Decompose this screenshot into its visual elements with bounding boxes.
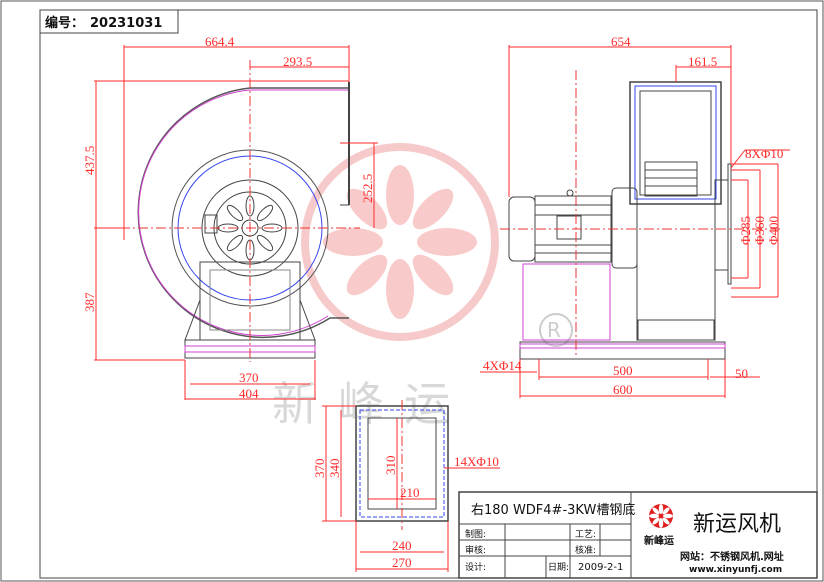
- watermark-logo: [301, 143, 499, 341]
- dim-flange-holes: 8XΦ10: [745, 146, 783, 161]
- dim-offset: 50: [735, 366, 748, 381]
- dim-d360: Φ360: [752, 216, 767, 245]
- drawn-label: 制图:: [465, 528, 486, 540]
- process-label: 工艺:: [575, 529, 596, 540]
- dim-outlet-offset: 293.5: [283, 54, 312, 69]
- dim-flange-inner-w: 210: [400, 485, 420, 500]
- watermark-brand: 新峰运: [272, 377, 470, 431]
- check-label: 审核:: [465, 544, 486, 556]
- website-url: www.xinyunfj.com: [689, 565, 782, 575]
- dim-hole-pitch: 500: [613, 363, 633, 378]
- dim-overall-depth: 654: [611, 34, 631, 49]
- dim-base-outer: 404: [239, 386, 259, 401]
- dim-flange-holes: 14XΦ10: [454, 454, 499, 469]
- date-label: 日期:: [548, 562, 569, 573]
- flange-view: [355, 400, 449, 530]
- date-value: 2009-2-1: [578, 562, 623, 573]
- dim-d400: Φ400: [766, 216, 781, 245]
- drawing-title: 右180 WDF4#-3KW槽钢底: [471, 502, 635, 518]
- dim-outlet-depth: 161.5: [688, 54, 717, 69]
- dim-flange-inner-h: 310: [383, 456, 398, 476]
- number-label: 编号：: [45, 15, 84, 31]
- number-value: 20231031: [90, 16, 162, 31]
- dim-flange-mid-h: 340: [327, 459, 342, 479]
- side-dimension-lines: [480, 45, 790, 398]
- dim-flange-outer-w: 270: [392, 555, 412, 570]
- company-name: 新运风机: [693, 512, 781, 537]
- front-dimension-lines: [94, 45, 378, 400]
- company-logo-text: 新峰运: [644, 534, 674, 547]
- website-label: 网站：不锈钢风机.网址: [680, 550, 784, 563]
- side-view: [500, 70, 780, 360]
- dim-overall-height: 437.5: [82, 146, 97, 175]
- dim-d285: Φ285: [738, 216, 753, 245]
- dim-base-inner: 370: [239, 370, 259, 385]
- dim-flange-outer-h: 370: [312, 459, 327, 479]
- dim-outlet-height: 252.5: [360, 174, 375, 203]
- watermark-registered: R: [547, 318, 561, 342]
- dim-overall-width: 664.4: [205, 34, 235, 49]
- company-logo-icon: [649, 504, 673, 528]
- inner-frame: [39, 9, 818, 579]
- dim-base-holes: 4XΦ14: [483, 358, 522, 373]
- title-block: [458, 491, 818, 579]
- front-view: [120, 60, 360, 362]
- watermark-registered-circle: [539, 313, 573, 347]
- design-label: 设计:: [465, 561, 486, 573]
- dim-flange-mid-w: 240: [392, 538, 412, 553]
- number-box: [39, 9, 179, 34]
- dim-center-height: 387: [82, 292, 97, 312]
- dim-base-length: 600: [613, 382, 633, 397]
- flange-dimension-lines: [322, 405, 500, 572]
- approve-label: 核准:: [575, 544, 596, 556]
